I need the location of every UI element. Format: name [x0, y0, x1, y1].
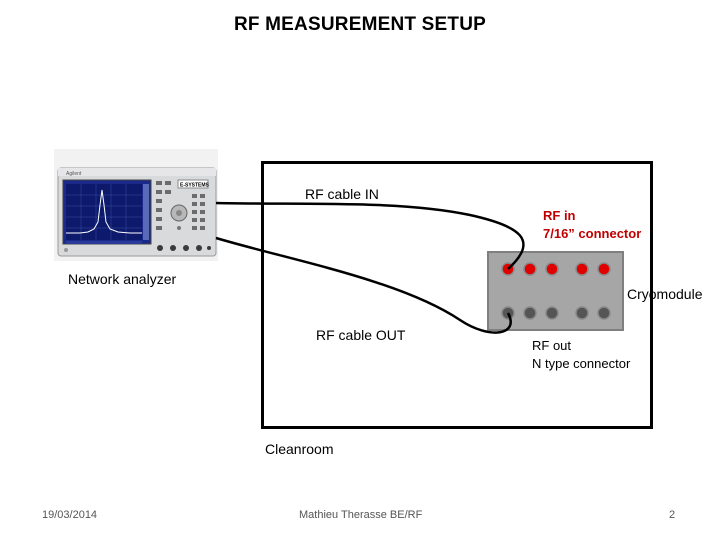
rf-cable-out-label: RF cable OUT — [316, 327, 406, 343]
analyzer-brand: Agilent — [66, 171, 82, 177]
footer-date: 19/03/2014 — [42, 509, 98, 521]
rf-in-label-line2: 7/16” connector — [543, 226, 642, 241]
gray-connector — [597, 306, 611, 320]
rf-out-connectors — [501, 306, 611, 320]
rf-out-label: RF out N type connector — [532, 337, 630, 373]
cleanroom-label: Cleanroom — [265, 441, 334, 457]
footer-author: Mathieu Therasse BE/RF — [299, 509, 423, 521]
rf-out-label-line1: RF out — [532, 338, 572, 353]
rf-cable-in-label: RF cable IN — [305, 186, 379, 202]
rf-out-label-line2: N type connector — [532, 356, 631, 371]
rf-in-label-line1: RF in — [543, 208, 576, 223]
rf-cable-out — [215, 236, 512, 334]
trace-curve — [66, 189, 142, 234]
red-connector — [597, 262, 611, 276]
footer-page-number: 2 — [669, 509, 676, 521]
rf-cable-in — [215, 201, 525, 270]
red-connector — [523, 262, 537, 276]
gray-connector — [523, 306, 537, 320]
network-analyzer-image: Agilent E-SYSTEMS — [54, 149, 218, 261]
gray-connector — [575, 306, 589, 320]
network-analyzer-label: Network analyzer — [68, 271, 177, 287]
cryomodule-label: Cryomodule — [627, 286, 703, 302]
red-connector — [545, 262, 559, 276]
slide-title: RF MEASUREMENT SETUP — [233, 14, 487, 35]
cleanroom-box — [261, 161, 653, 429]
analyzer-badge: E-SYSTEMS — [180, 183, 210, 189]
gray-connector — [545, 306, 559, 320]
rf-in-label: RF in 7/16” connector — [543, 207, 641, 243]
cryomodule — [487, 251, 624, 331]
red-connector — [575, 262, 589, 276]
